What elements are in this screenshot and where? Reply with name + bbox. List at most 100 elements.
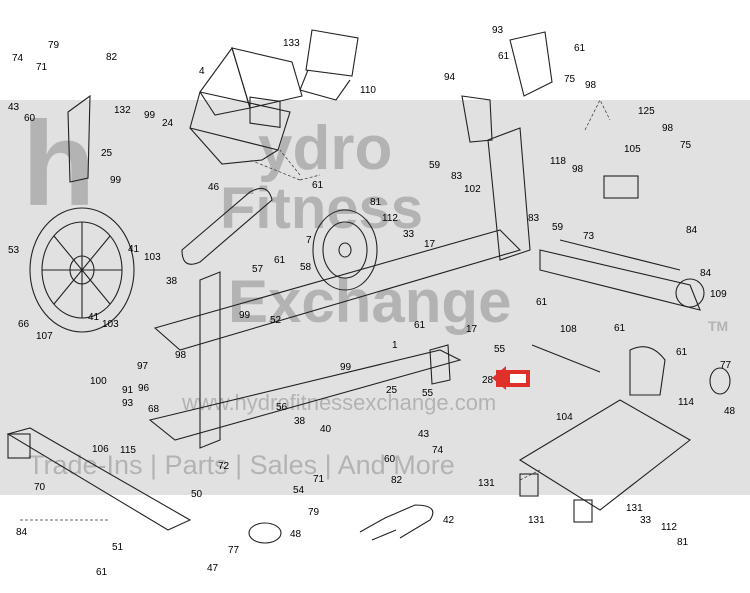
- callout: 46: [208, 182, 220, 193]
- callout: 61: [614, 323, 626, 334]
- callout: 61: [574, 43, 586, 54]
- callout: 104: [556, 412, 573, 423]
- callout: 100: [90, 376, 107, 387]
- callout: 41: [88, 312, 100, 323]
- callout: 91: [122, 385, 134, 396]
- callout: 107: [36, 331, 53, 342]
- callout: 50: [191, 489, 203, 500]
- callout: 99: [110, 175, 122, 186]
- callout: 84: [686, 225, 698, 236]
- callout: 25: [386, 385, 398, 396]
- tablet-holder-part: [299, 29, 359, 101]
- callout: 98: [572, 164, 584, 175]
- callout: 114: [678, 397, 694, 408]
- console-part: [189, 46, 303, 165]
- callout: 24: [162, 118, 174, 129]
- callout: 72: [218, 461, 230, 472]
- bracket-part: [509, 31, 553, 97]
- callout: 77: [720, 360, 732, 371]
- callout: 56: [276, 402, 288, 413]
- watermark-tm: TM: [708, 318, 729, 334]
- frame-crossbar: [153, 229, 522, 351]
- watermark-tagline: Trade-Ins | Parts | Sales | And More: [28, 450, 455, 480]
- pulley-part: [312, 209, 378, 291]
- callout: 84: [16, 527, 28, 538]
- callout: 74: [12, 53, 24, 64]
- callout: 59: [429, 160, 441, 171]
- callout: 68: [148, 404, 160, 415]
- callout: 55: [494, 344, 506, 355]
- callout: 43: [8, 102, 20, 113]
- callout: 93: [492, 25, 504, 36]
- rear-roller-b: [573, 499, 593, 523]
- callout: 61: [498, 51, 510, 62]
- callout: 61: [96, 567, 108, 578]
- callout: 118: [550, 156, 566, 167]
- callout: 99: [144, 110, 156, 121]
- callout: 81: [370, 197, 382, 208]
- watermark-logo-h: h: [22, 97, 96, 231]
- highlight-arrow-icon: [492, 366, 530, 390]
- callout: 115: [120, 445, 136, 456]
- upright-post: [199, 271, 221, 449]
- callout: 99: [239, 310, 251, 321]
- stabilizer-endcap: [7, 433, 31, 459]
- callout: 71: [36, 62, 48, 73]
- watermark-band: [0, 100, 750, 495]
- callout: 66: [18, 319, 30, 330]
- rear-upright: [487, 127, 531, 261]
- handlebar-mount-part: [461, 95, 493, 143]
- callout: 103: [102, 319, 119, 330]
- flywheel-part: [29, 207, 135, 333]
- motor-part: [603, 175, 639, 199]
- leader-lines: [20, 99, 611, 521]
- front-stabilizer: [6, 427, 192, 531]
- wheel-part: [675, 278, 705, 308]
- power-cord-part: [359, 504, 434, 541]
- base-frame: [148, 349, 462, 441]
- callout: 7: [306, 235, 312, 246]
- callout: 98: [662, 123, 674, 134]
- callout: 1: [392, 340, 398, 351]
- callout: 79: [48, 40, 60, 51]
- foot-part: [709, 367, 731, 395]
- callout: 70: [34, 482, 46, 493]
- callout: 60: [384, 454, 396, 465]
- callout: 43: [418, 429, 430, 440]
- callout: 98: [585, 80, 597, 91]
- callout: 74: [432, 445, 444, 456]
- callout: 108: [560, 324, 577, 335]
- callout: 4: [199, 66, 205, 77]
- idler-part: [429, 344, 451, 385]
- callout: 33: [403, 229, 415, 240]
- callout: 33: [640, 515, 652, 526]
- rear-stabilizer: [539, 239, 701, 311]
- callout: 61: [274, 255, 286, 266]
- callout: 102: [464, 184, 481, 195]
- callout: 112: [661, 522, 677, 533]
- callout: 106: [92, 444, 109, 455]
- callout: 131: [626, 503, 643, 514]
- callout: 96: [138, 383, 150, 394]
- callout: 83: [528, 213, 540, 224]
- callout: 103: [144, 252, 161, 263]
- callout: 17: [424, 239, 436, 250]
- callout: 94: [444, 72, 456, 83]
- callout: 59: [552, 222, 564, 233]
- callout: 82: [391, 475, 403, 486]
- callout: 131: [478, 478, 495, 489]
- callout: 40: [320, 424, 332, 435]
- callout: 42: [443, 515, 455, 526]
- rear-roller-a: [519, 473, 539, 497]
- watermark-line2: Fitness: [220, 176, 424, 241]
- callout: 51: [112, 542, 124, 553]
- callout: 53: [8, 245, 20, 256]
- callout: 110: [360, 85, 376, 96]
- callout: 79: [308, 507, 320, 518]
- callout: 41: [128, 244, 140, 255]
- callout: 132: [114, 105, 131, 116]
- callout: 38: [294, 416, 306, 427]
- callout: 77: [228, 545, 240, 556]
